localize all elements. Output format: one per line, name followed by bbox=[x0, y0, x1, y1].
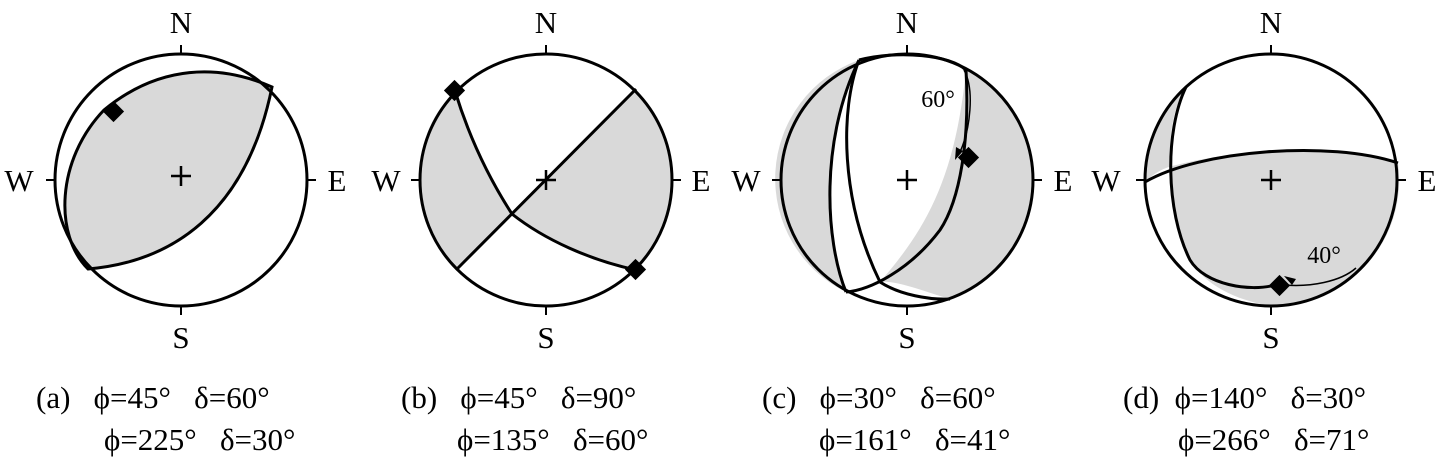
south-label: S bbox=[172, 320, 189, 355]
slip-vector-diamond bbox=[624, 258, 647, 281]
compass-ticks bbox=[1136, 45, 1406, 315]
rake-annotation: 60° bbox=[921, 87, 955, 113]
north-label: N bbox=[535, 5, 557, 40]
compressional-south bbox=[1171, 150, 1400, 307]
rake-arrowhead bbox=[955, 147, 963, 160]
panel-d-caption-line-1: (d) ϕ=140° δ=30° bbox=[1123, 380, 1367, 415]
rake-annotation: 40° bbox=[1307, 243, 1341, 269]
panel-c: 60° N S W E bbox=[731, 5, 1072, 355]
panel-d-caption-line-2: ϕ=266° δ=71° bbox=[1178, 422, 1370, 457]
compass-ticks bbox=[46, 45, 316, 315]
nodal-plane-1 bbox=[1169, 86, 1276, 290]
nodal-plane-2 bbox=[1144, 148, 1399, 184]
panel-d: 40° N S W E bbox=[1091, 5, 1436, 355]
compressional-quadrant-east bbox=[512, 89, 672, 270]
north-label: N bbox=[896, 5, 918, 40]
center-cross bbox=[536, 170, 556, 190]
slip-vector-diamond bbox=[102, 100, 125, 123]
east-label: E bbox=[692, 163, 711, 198]
compressional-west bbox=[1144, 87, 1186, 182]
nodal-plane-1-west bbox=[828, 59, 861, 293]
north-label: N bbox=[1260, 5, 1282, 40]
compressional-quadrant-west bbox=[419, 91, 512, 270]
compass-ticks bbox=[772, 45, 1042, 315]
panel-a: N S W E bbox=[4, 5, 346, 355]
east-label: E bbox=[1054, 163, 1073, 198]
panel-b-caption-line-1: (b) ϕ=45° δ=90° bbox=[401, 380, 637, 415]
west-label: W bbox=[731, 163, 761, 198]
center-cross bbox=[1261, 170, 1281, 190]
nodal-plane-2 bbox=[845, 59, 951, 301]
compressional-quadrant bbox=[63, 70, 274, 271]
nodal-plane-2 bbox=[453, 90, 637, 272]
panel-c-caption-line-1: (c) ϕ=30° δ=60° bbox=[762, 380, 996, 415]
west-label: W bbox=[1091, 163, 1121, 198]
east-label: E bbox=[1418, 163, 1437, 198]
panel-b: N S W E bbox=[371, 5, 710, 355]
rake-arc bbox=[1284, 267, 1357, 287]
south-label: S bbox=[1262, 320, 1279, 355]
east-label: E bbox=[328, 163, 347, 198]
panel-c-caption-line-2: ϕ=161° δ=41° bbox=[819, 422, 1011, 457]
center-cross bbox=[897, 170, 917, 190]
rake-arc bbox=[959, 69, 971, 153]
panel-a-caption-line-1: (a) ϕ=45° δ=60° bbox=[36, 380, 270, 415]
panel-a-caption-line-2: ϕ=225° δ=30° bbox=[104, 422, 296, 457]
panel-b-caption-line-2: ϕ=135° δ=60° bbox=[457, 422, 649, 457]
compressional-east bbox=[880, 70, 1033, 299]
south-label: S bbox=[537, 320, 554, 355]
slip-vector-diamond bbox=[957, 146, 980, 169]
compass-ticks bbox=[411, 45, 681, 315]
north-label: N bbox=[170, 5, 192, 40]
west-label: W bbox=[371, 163, 401, 198]
south-label: S bbox=[898, 320, 915, 355]
center-cross bbox=[171, 166, 191, 186]
rake-arrowhead bbox=[1284, 276, 1296, 285]
west-label: W bbox=[4, 163, 34, 198]
